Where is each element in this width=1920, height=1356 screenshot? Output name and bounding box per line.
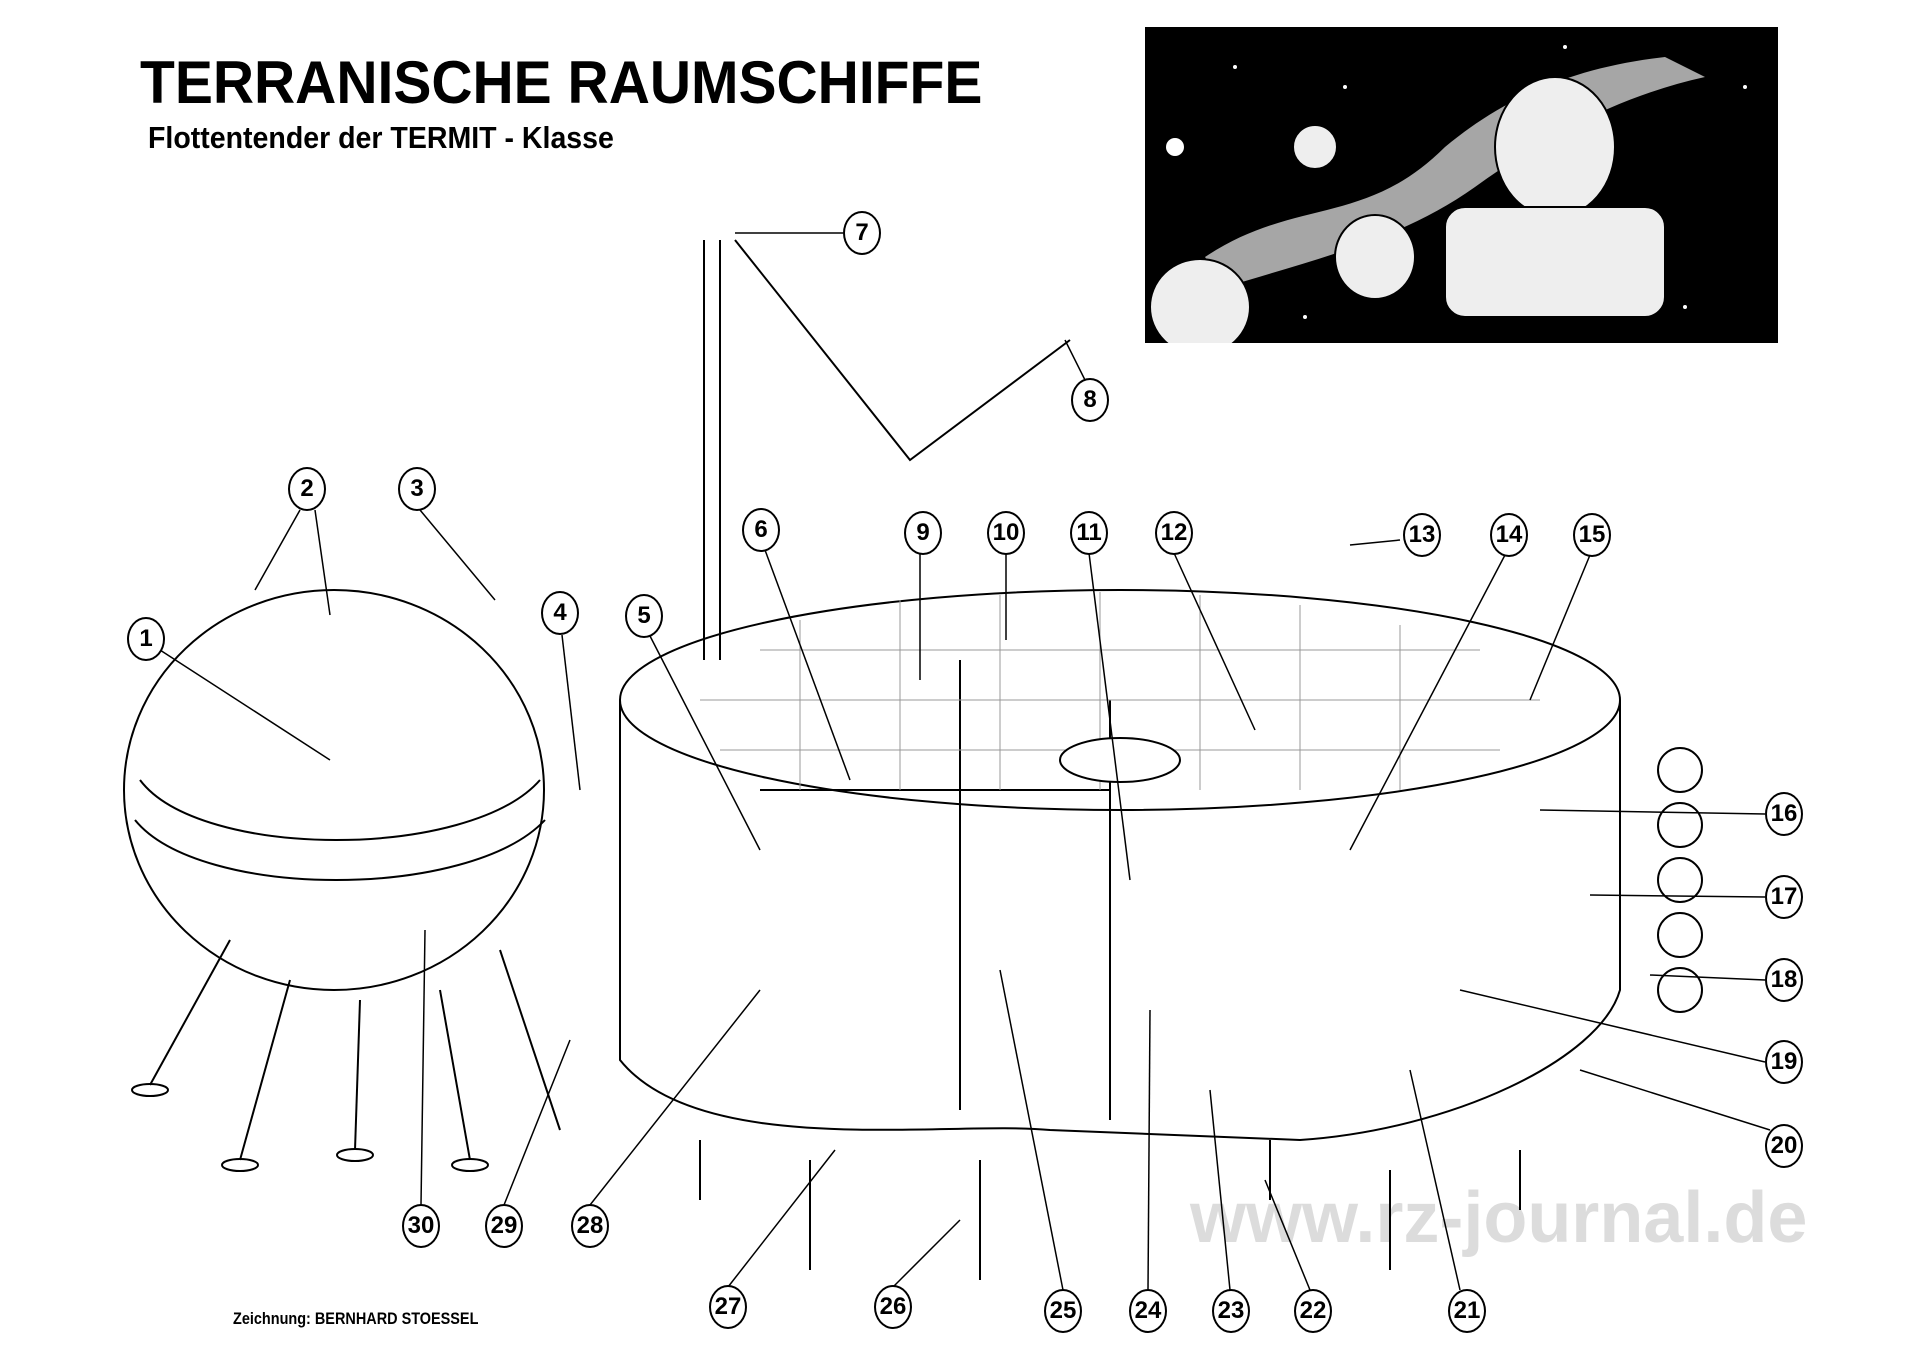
callout-8: 8 [1071,378,1109,422]
lander-legs [131,939,561,1172]
engine-pods [1657,747,1703,1013]
callout-29: 29 [485,1204,523,1248]
space-scene-inset [1145,27,1778,343]
callout-15: 15 [1573,513,1611,557]
callout-21: 21 [1448,1289,1486,1333]
leader-lines [159,232,1771,1291]
callout-17: 17 [1765,875,1803,919]
page-title: TERRANISCHE RAUMSCHIFFE [140,49,983,116]
callout-16: 16 [1765,792,1803,836]
callout-9: 9 [904,511,942,555]
callout-23: 23 [1212,1289,1250,1333]
manipulator-arm [734,239,1071,462]
callout-26: 26 [874,1285,912,1329]
callout-7: 7 [843,211,881,255]
watermark: www.rz-journal.de [1190,1178,1808,1258]
space-scene-illustration [1149,45,1747,343]
callout-28: 28 [571,1204,609,1248]
callout-20: 20 [1765,1124,1803,1168]
mast [703,240,721,660]
callout-22: 22 [1294,1289,1332,1333]
callout-14: 14 [1490,513,1528,557]
callout-4: 4 [541,591,579,635]
callout-2: 2 [288,467,326,511]
lander-sphere [123,589,545,991]
callout-3: 3 [398,467,436,511]
callout-5: 5 [625,594,663,638]
callout-27: 27 [709,1285,747,1329]
callout-10: 10 [987,511,1025,555]
callout-12: 12 [1155,511,1193,555]
base-legs [699,1140,1521,1280]
callout-13: 13 [1403,513,1441,557]
callout-24: 24 [1129,1289,1167,1333]
page-subtitle: Flottentender der TERMIT - Klasse [148,120,614,155]
callout-6: 6 [742,508,780,552]
callout-25: 25 [1044,1289,1082,1333]
callout-30: 30 [402,1204,440,1248]
callout-11: 11 [1070,511,1108,555]
callout-18: 18 [1765,958,1803,1002]
callout-19: 19 [1765,1040,1803,1084]
drawing-credit: Zeichnung: BERNHARD STOESSEL [233,1309,479,1328]
callout-1: 1 [127,617,165,661]
